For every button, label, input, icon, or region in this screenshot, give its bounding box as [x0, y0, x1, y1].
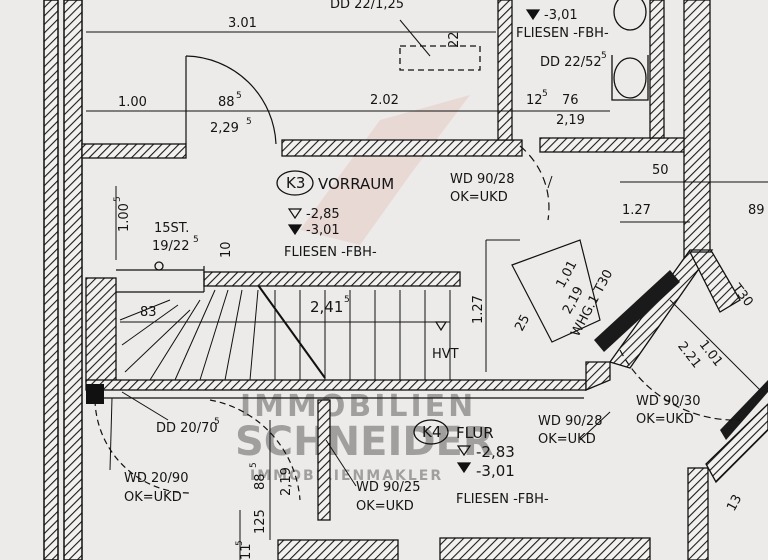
- dim-50: 50: [652, 163, 669, 178]
- stair-ratio: 19/22: [152, 239, 189, 254]
- dim-25: 25: [512, 312, 533, 334]
- wd-90-28-b: WD 90/28: [538, 414, 602, 429]
- top-right-level: -3,01: [544, 8, 578, 23]
- bottom-11: 11: [239, 543, 254, 560]
- stair-landing: 2,41: [310, 298, 343, 316]
- stair-width: 83: [140, 305, 157, 320]
- bottom-11-sup: 5: [235, 540, 245, 546]
- bottom-88-sup: 5: [249, 462, 259, 468]
- dim-1005: 1.00: [117, 203, 132, 232]
- dd-right-label: DD 22/52: [540, 55, 602, 70]
- wd-90-25: WD 90/25: [356, 480, 420, 495]
- stair-ratio-sup: 5: [193, 235, 199, 245]
- bottom-125: 125: [253, 509, 268, 534]
- dim-12: 12: [526, 93, 543, 108]
- k4-level-top: -2,83: [476, 443, 515, 461]
- stair-side: 1.27: [471, 295, 486, 324]
- watermark-line3: IMMOBILIENMAKLER: [250, 468, 443, 484]
- dim-89: 89: [748, 203, 765, 218]
- bottom-88: 88: [253, 473, 268, 490]
- wd-90-28-a: WD 90/28: [450, 172, 514, 187]
- okukd-b: OK=UKD: [538, 432, 596, 447]
- dim-202: 2.02: [370, 93, 399, 108]
- k3-bottom-wall: [85, 361, 611, 521]
- dd-20-70-sup: 5: [214, 417, 220, 427]
- bottom-13: 13: [724, 492, 745, 514]
- k3-id: K3: [286, 174, 305, 192]
- k4-room-tag: [413, 419, 449, 445]
- door-swings: [94, 55, 741, 501]
- k4-floor: FLIESEN -FBH-: [456, 492, 549, 507]
- dim-12-sup: 5: [542, 89, 548, 99]
- k4-name: FLUR: [456, 424, 494, 442]
- k3-level-top: -2,85: [306, 207, 340, 222]
- wd-20-90: WD 20/90: [124, 471, 188, 486]
- k4-id: K4: [422, 423, 441, 441]
- dim-301: 3.01: [228, 16, 257, 31]
- dim-76: 76: [562, 93, 579, 108]
- dd-right-sup: 5: [601, 51, 607, 61]
- stair-landing-sup: 5: [344, 295, 350, 305]
- stair-rise-mark: 10: [219, 241, 234, 258]
- dim-127: 1.27: [622, 203, 651, 218]
- dd-top-label: DD 22/1,25: [330, 0, 404, 12]
- dim-88-sup: 5: [236, 91, 242, 101]
- bottom-walls: [277, 537, 651, 560]
- watermark-line1: IMMOBILIEN: [240, 389, 476, 424]
- k3-top-wall: [81, 0, 711, 261]
- k3-room-tag: [276, 170, 314, 196]
- sanitary-fixtures: [399, 0, 649, 101]
- dimension-lines: [86, 19, 768, 560]
- k3-floor: FLIESEN -FBH-: [284, 245, 377, 260]
- dd-20-70: DD 20/70: [156, 421, 218, 436]
- diagonal-walls: [594, 249, 768, 560]
- okukd-a: OK=UKD: [450, 190, 508, 205]
- okukd-c: OK=UKD: [636, 412, 694, 427]
- k3-name: VORRAUM: [318, 175, 394, 193]
- okukd-e: OK=UKD: [356, 499, 414, 514]
- bottom-219: 2,19: [279, 467, 294, 496]
- stair-steps: 15ST.: [154, 221, 189, 236]
- dim-219: 2,19: [556, 113, 585, 128]
- staircase: [85, 261, 461, 383]
- watermark-logo: IMMOBILIEN SCHNEIDER IMMOBILIENMAKLER: [235, 95, 494, 484]
- wd-90-30: WD 90/30: [636, 394, 700, 409]
- level-markers: [287, 9, 541, 474]
- top-right-floor: FLIESEN -FBH-: [516, 26, 609, 41]
- k4-level-bottom: -3,01: [476, 462, 515, 480]
- dim-22: 22: [447, 31, 462, 48]
- k3-level-bottom: -3,01: [306, 223, 340, 238]
- watermark-line2: SCHNEIDER: [235, 419, 494, 465]
- stair-hvt: HVT: [432, 347, 459, 362]
- dim-229: 2,29: [210, 121, 239, 136]
- dim-229-sup: 5: [246, 117, 252, 127]
- left-outer-wall: [43, 0, 83, 560]
- dim-100: 1.00: [118, 95, 147, 110]
- okukd-d: OK=UKD: [124, 490, 182, 505]
- dim-1005-sup: 5: [113, 196, 123, 202]
- dim-88: 88: [218, 95, 235, 110]
